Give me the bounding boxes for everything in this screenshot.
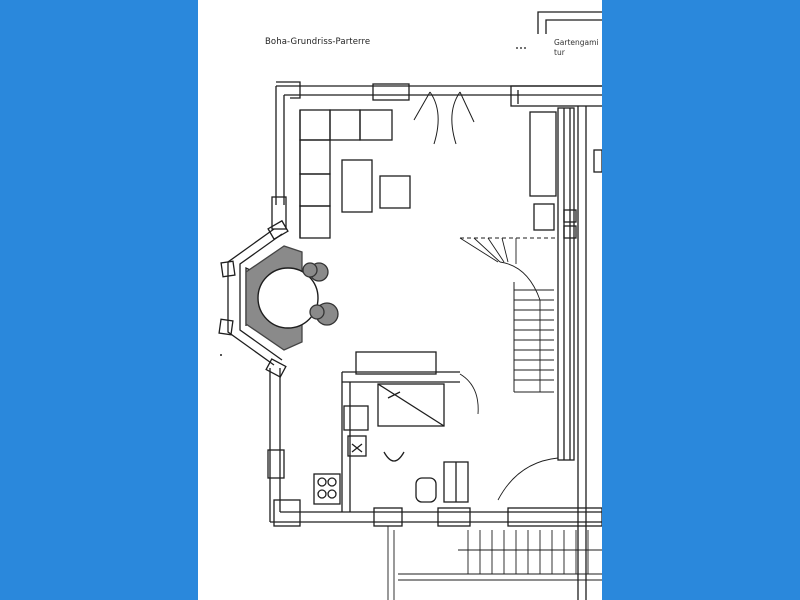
- bay-window: [218, 219, 289, 378]
- kitchen-bath: [313, 351, 559, 512]
- garden-door-label-line2: tur: [554, 48, 565, 57]
- plan-title: Boha-Grundriss-Parterre: [265, 37, 371, 47]
- interior-walls: [529, 106, 602, 600]
- garden-door: [516, 11, 602, 49]
- exterior-walls: [267, 81, 602, 527]
- exterior-steps: [387, 526, 602, 600]
- double-door: [413, 91, 475, 145]
- floor-plan-drawing: [218, 11, 602, 600]
- garden-door-label-line1: Gartengami: [554, 38, 599, 47]
- floor-plan-sheet: Boha-Grundriss-Parterre Gartengami tur: [198, 0, 602, 600]
- garden-door-label: Gartengami tur: [554, 38, 599, 58]
- dining-area: [245, 245, 339, 351]
- living-furniture: [299, 109, 411, 239]
- staircase: [459, 237, 556, 393]
